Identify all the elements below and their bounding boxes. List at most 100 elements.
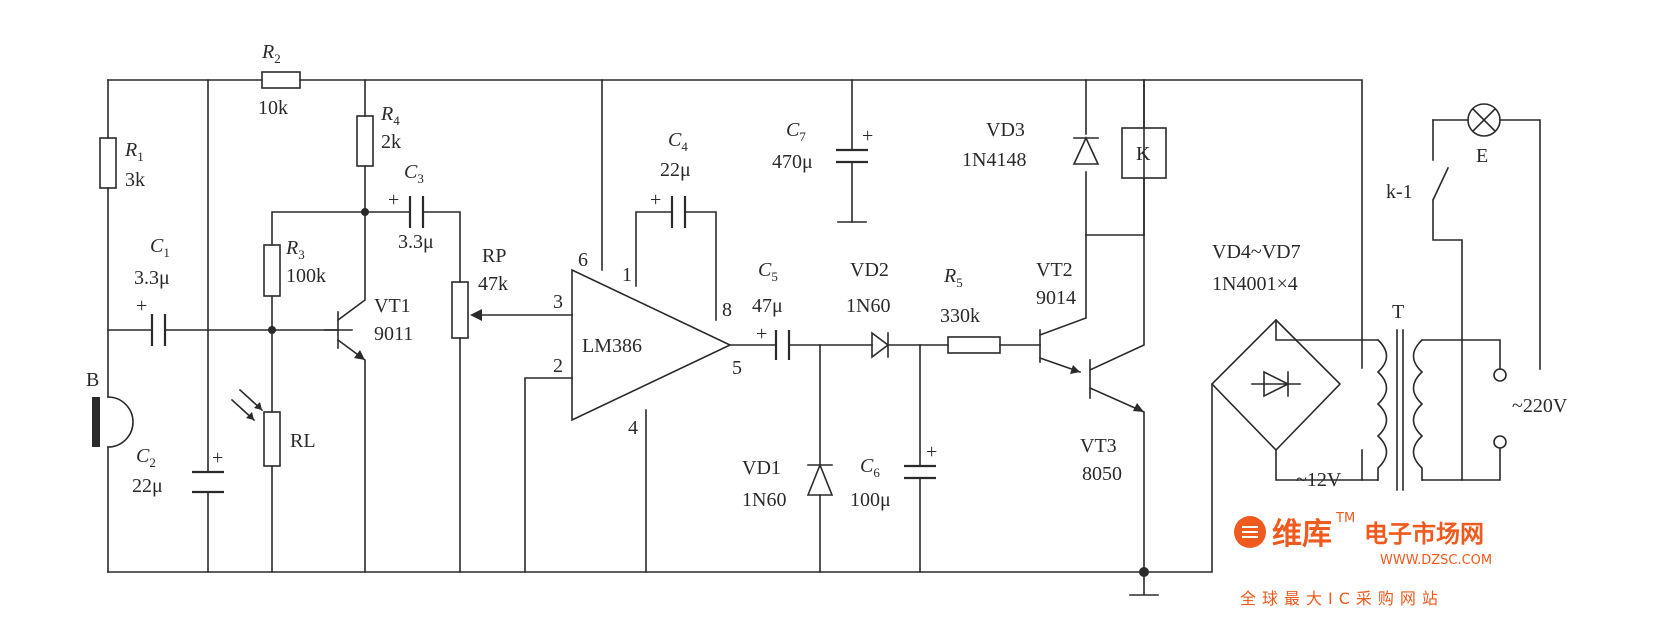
c5-plus: +: [756, 323, 767, 345]
lamp-e: E: [1467, 103, 1501, 167]
r1-value: 3k: [125, 169, 145, 191]
c1-ref: C1: [150, 235, 170, 260]
watermark-tm: TM: [1335, 511, 1355, 526]
diode-vd1: VD1 1N60: [742, 457, 834, 511]
ic-pin-4: 4: [628, 417, 638, 439]
vd2-ref: VD2: [850, 259, 889, 281]
transistor-vt3: VT3 8050: [1080, 403, 1144, 485]
c3-value: 3.3μ: [398, 231, 434, 253]
c1-value: 3.3μ: [134, 267, 170, 289]
potentiometer-rp: RP 47k: [451, 245, 508, 339]
resistor-r3: R3 100k: [263, 237, 326, 297]
r4-value: 2k: [381, 131, 401, 153]
k-ref: K: [1136, 143, 1151, 165]
vd4-vd7-ref: VD4~VD7: [1212, 241, 1301, 263]
c2-plus: +: [212, 447, 223, 469]
c7-value: 470μ: [772, 151, 813, 173]
c5-value: 47μ: [752, 295, 783, 317]
t-ref: T: [1392, 301, 1404, 323]
c4-plus: +: [650, 189, 661, 211]
ic-pin-2: 2: [553, 355, 563, 377]
r2-ref: R2: [261, 41, 281, 66]
resistor-r4: R4 2k: [356, 103, 401, 167]
ic-pin-6: 6: [578, 249, 588, 271]
vt1-ref: VT1: [374, 295, 411, 317]
vt2-ref: VT2: [1036, 259, 1073, 281]
capacitor-c6: + C6 100μ: [850, 441, 937, 511]
c4-value: 22μ: [660, 159, 691, 181]
resistor-r1: R1 3k: [99, 137, 145, 191]
capacitor-c1: + C1 3.3μ: [134, 235, 170, 346]
bridge-rectifier-vd4-vd7: VD4~VD7 1N4001×4: [1212, 241, 1301, 398]
r5-value: 330k: [940, 305, 980, 327]
rl-ref: RL: [290, 430, 316, 452]
r5-ref: R5: [943, 265, 963, 290]
b-ref: B: [86, 369, 99, 391]
transformer-t: T ~12V ~220V: [1296, 301, 1568, 491]
vd1-value: 1N60: [742, 489, 786, 511]
watermark-cn: 电子市场网: [1364, 520, 1484, 548]
c7-plus: +: [862, 125, 873, 147]
r4-ref: R4: [380, 103, 400, 128]
watermark-slogan: 全球最大IC采购网站: [1240, 589, 1444, 608]
vd3-value: 1N4148: [962, 149, 1026, 171]
vd3-ref: VD3: [986, 119, 1025, 141]
diode-vd3: VD3 1N4148: [962, 119, 1100, 171]
capacitor-c7: + C7 470μ: [772, 119, 873, 173]
ic-pin-3: 3: [553, 291, 563, 313]
diode-vd2: VD2 1N60: [846, 259, 890, 359]
ic-pin-5: 5: [732, 357, 742, 379]
c4-ref: C4: [668, 129, 688, 154]
relay-switch-k1: k-1: [1386, 181, 1413, 203]
c2-value: 22μ: [132, 475, 163, 497]
transistor-vt2: VT2 9014: [1036, 259, 1080, 374]
capacitor-c2: + C2 22μ: [132, 445, 224, 497]
wires: [107, 79, 1541, 596]
c6-plus: +: [926, 441, 937, 463]
c3-plus: +: [388, 189, 399, 211]
vt3-value: 8050: [1082, 463, 1122, 485]
c6-value: 100μ: [850, 489, 891, 511]
r3-ref: R3: [285, 237, 305, 262]
capacitor-c4: + C4 22μ: [650, 129, 691, 228]
k1-ref: k-1: [1386, 181, 1413, 203]
rp-ref: RP: [482, 245, 506, 267]
rp-value: 47k: [478, 273, 508, 295]
c1-plus: +: [136, 295, 147, 317]
capacitor-c3: + C3 3.3μ: [388, 161, 434, 253]
relay-coil-k: K: [1121, 127, 1167, 179]
t-primary: ~220V: [1512, 395, 1568, 417]
ic-pin-8: 8: [722, 299, 732, 321]
c6-ref: C6: [860, 455, 880, 480]
ic-pin-1: 1: [622, 264, 632, 286]
r2-value: 10k: [258, 97, 288, 119]
watermark: 维库 TM 电子市场网 WWW.DZSC.COM 全球最大IC采购网站: [1234, 511, 1492, 608]
junction-dots: [268, 208, 1149, 577]
capacitor-c5: + C5 47μ: [752, 259, 791, 360]
vd2-value: 1N60: [846, 295, 890, 317]
microphone-b: B: [86, 369, 134, 448]
t-secondary: ~12V: [1296, 469, 1342, 491]
r1-ref: R1: [124, 139, 144, 164]
c3-ref: C3: [404, 161, 424, 186]
vd1-ref: VD1: [742, 457, 781, 479]
vt1-value: 9011: [374, 323, 413, 345]
transistor-vt1: VT1 9011: [354, 295, 413, 360]
r3-value: 100k: [286, 265, 326, 287]
resistor-r5: R5 330k: [940, 265, 1001, 354]
watermark-brand: 维库: [1272, 517, 1332, 552]
terminal-icon: [1493, 435, 1507, 449]
vt3-ref: VT3: [1080, 435, 1117, 457]
vt2-value: 9014: [1036, 287, 1076, 309]
c5-ref: C5: [758, 259, 778, 284]
ic-ref: LM386: [582, 335, 642, 357]
c2-ref: C2: [136, 445, 156, 470]
terminal-icon: [1493, 368, 1507, 382]
watermark-url: WWW.DZSC.COM: [1380, 553, 1492, 568]
ic-lm386: 6 3 2 1 8 5 4 LM386: [553, 249, 742, 439]
resistor-r2: R2 10k: [258, 41, 301, 119]
c7-ref: C7: [786, 119, 806, 144]
photoresistor-rl: RL: [230, 388, 316, 467]
e-ref: E: [1476, 145, 1488, 167]
